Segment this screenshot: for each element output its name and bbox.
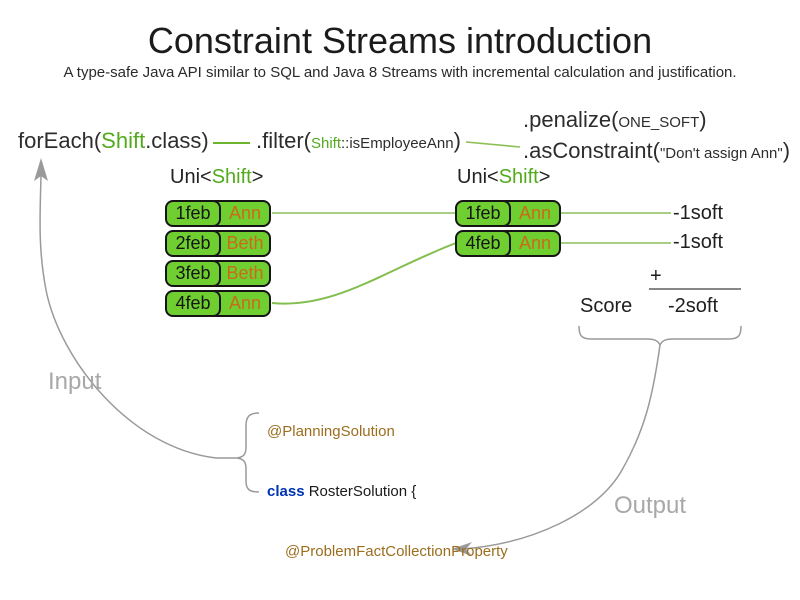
- foreach-post: .class): [145, 128, 209, 153]
- plus-sign: +: [650, 265, 662, 287]
- penalize-call: .penalize(ONE_SOFT): [523, 106, 790, 137]
- foreach-call: forEach(Shift.class): [18, 127, 209, 155]
- penalty-value-2: -1soft: [673, 231, 724, 253]
- foreach-pre: forEach(: [18, 128, 102, 153]
- date-cell: 1feb: [455, 200, 511, 227]
- asconstraint-arg: "Don't assign Ann": [659, 145, 783, 162]
- code-line: @PlanningSolution: [267, 423, 395, 440]
- filter-method: ::isEmployeeAnn: [341, 135, 454, 152]
- code-line: @ProblemFactCollectionProperty: [285, 543, 508, 560]
- date-cell: 1feb: [165, 200, 221, 227]
- match-line-4feb: [271, 242, 457, 305]
- penalize-block: .penalize(ONE_SOFT) .asConstraint("Don't…: [523, 106, 790, 168]
- page-title: Constraint Streams introduction: [147, 20, 653, 61]
- asconstraint-pre: .asConstraint(: [523, 138, 660, 163]
- penalize-close: ): [699, 107, 707, 132]
- asconstraint-close: ): [782, 138, 791, 163]
- uni-label-filtered: Uni<Shift>: [457, 166, 551, 188]
- penalize-pre: .penalize(: [523, 107, 619, 132]
- page-subtitle: A type-safe Java API similar to SQL and …: [63, 64, 737, 81]
- uni-label-input: Uni<Shift>: [170, 166, 264, 188]
- score-brace: [578, 325, 742, 347]
- input-arrowhead-icon: [34, 158, 48, 181]
- filter-call: .filter(Shift::isEmployeeAnn): [256, 127, 461, 158]
- filter-close: ): [453, 128, 461, 153]
- date-cell: 3feb: [165, 260, 221, 287]
- filter-pre: .filter(: [256, 128, 311, 153]
- date-cell: 4feb: [165, 290, 221, 317]
- code-block: @PlanningSolution class RosterSolution {…: [267, 382, 519, 600]
- foreach-shift-type: Shift: [101, 128, 146, 153]
- input-label: Input: [48, 368, 102, 395]
- asconstraint-call: .asConstraint("Don't assign Ann"): [523, 137, 790, 168]
- code-brace: [236, 412, 260, 493]
- filter-shift-type: Shift: [311, 135, 342, 152]
- output-label: Output: [614, 492, 687, 519]
- score-label: Score: [580, 295, 633, 317]
- date-cell: 2feb: [165, 230, 221, 257]
- date-cell: 4feb: [455, 230, 511, 257]
- penalize-arg: ONE_SOFT: [618, 114, 700, 131]
- score-total: -2soft: [668, 295, 719, 317]
- code-line: class RosterSolution {: [267, 483, 417, 500]
- stream-connector-2: [465, 141, 521, 148]
- penalty-value-1: -1soft: [673, 202, 724, 224]
